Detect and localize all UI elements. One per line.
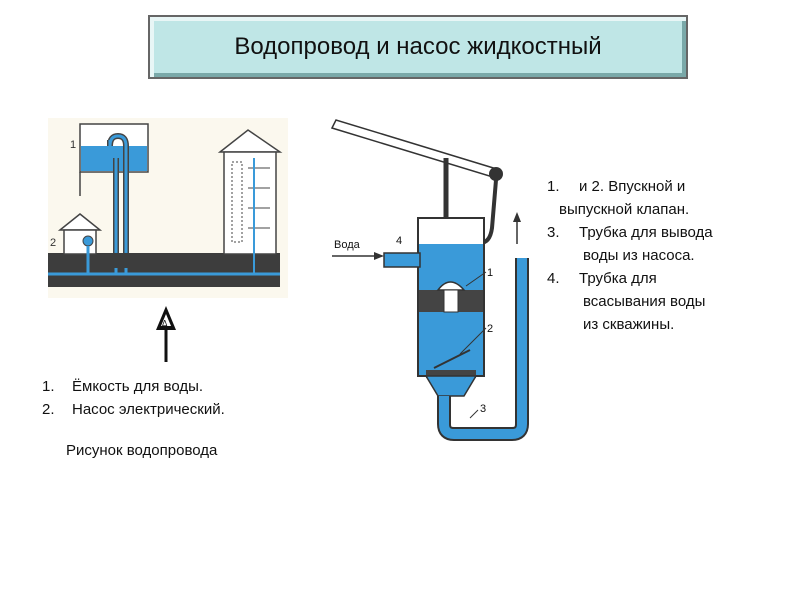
label-2: 2	[50, 237, 56, 249]
label-3: 3	[480, 403, 486, 415]
outlet-arrow	[513, 212, 521, 244]
list-item: 3.Трубка для вывода воды из насоса.	[547, 224, 713, 264]
water-label: Вода	[334, 239, 361, 251]
list-item: 4.Трубка для всасывания воды из скважины…	[547, 270, 706, 333]
lower-valve	[426, 349, 476, 378]
suction-pipe	[424, 258, 529, 441]
title-banner: Водопровод и насос жидкостный	[148, 15, 688, 79]
left-legend-list: 1.Ёмкость для воды. 2.Насос электрически…	[42, 375, 225, 421]
label-2: 2	[487, 323, 493, 335]
water-tank	[79, 123, 149, 196]
inlet-pipe	[332, 252, 421, 268]
list-item: 1.и 2. Впускной и выпускной клапан.	[547, 178, 690, 218]
list-item: 1.Ёмкость для воды.	[42, 378, 204, 395]
water-supply-diagram: 1 2 Δ	[48, 118, 288, 362]
label-1: 1	[70, 139, 76, 151]
label-4: 4	[396, 235, 402, 247]
figure-caption: Рисунок водопровода	[66, 442, 218, 459]
ground	[48, 253, 280, 287]
label-1: 1	[487, 267, 493, 279]
arrow-label: Δ	[162, 319, 168, 328]
apartment-building	[217, 129, 283, 274]
list-item: 2.Насос электрический.	[42, 401, 225, 418]
pump-house	[57, 213, 103, 274]
piston	[419, 281, 483, 313]
pressure-arrow	[156, 306, 176, 362]
liquid-pump-diagram: Вода 4 1 2 3	[330, 119, 529, 441]
right-legend-list: 1.и 2. Впускной и выпускной клапан. 3.Тр…	[547, 175, 777, 336]
supply-pipes	[107, 132, 129, 268]
page-title: Водопровод и насос жидкостный	[234, 33, 602, 60]
